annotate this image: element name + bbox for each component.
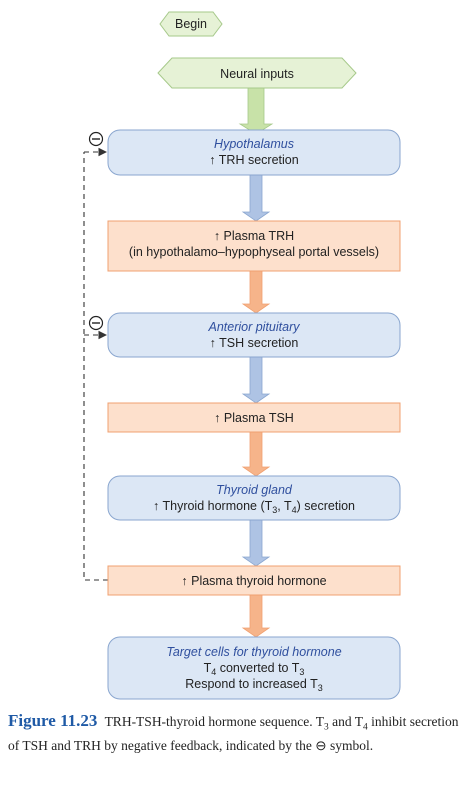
feedback-symbol-pituitary <box>88 315 104 331</box>
plasma-tsh-box: ↑ Plasma TSH <box>107 402 401 433</box>
negative-feedback-lines <box>83 147 108 581</box>
caption-sub-b: 4 <box>363 722 368 733</box>
anterior-pituitary-title: Anterior pituitary <box>207 320 300 334</box>
plasma-trh-line1: ↑ Plasma TRH <box>214 229 294 243</box>
target-cells-title: Target cells for thyroid hormone <box>166 645 341 659</box>
feedback-line-main <box>83 152 108 581</box>
hypothalamus-title: Hypothalamus <box>214 137 294 151</box>
thyroid-gland-title: Thyroid gland <box>216 483 293 497</box>
plasma-trh-box: ↑ Plasma TRH (in hypothalamo–hypophyseal… <box>107 220 401 272</box>
neural-inputs-node: Neural inputs <box>157 57 357 89</box>
figure-caption: Figure 11.23 TRH-TSH-thyroid hormone seq… <box>8 712 470 754</box>
anterior-pituitary-line: ↑ TSH secretion <box>210 336 299 350</box>
arrow-plasma-thyroid-to-target <box>241 594 271 638</box>
caption-sub-a: 3 <box>324 722 329 733</box>
thyroid-gland-line: ↑ Thyroid hormone (T3, T4) secretion <box>153 499 355 515</box>
figure-label: Figure 11.23 <box>8 711 98 730</box>
hypothalamus-line: ↑ TRH secretion <box>209 153 298 167</box>
plasma-tsh-label: ↑ Plasma TSH <box>214 411 294 425</box>
hypothalamus-box: Hypothalamus ↑ TRH secretion <box>107 129 401 176</box>
arrow-thyroid-to-plasma-thyroid <box>241 519 271 567</box>
caption-text-c: inhibit secretion of TSH and TRH by nega… <box>8 714 459 753</box>
arrow-pituitary-to-plasma-tsh <box>241 356 271 404</box>
plasma-thyroid-hormone-box: ↑ Plasma thyroid hormone <box>107 565 401 596</box>
begin-label: Begin <box>175 17 207 31</box>
plasma-trh-line2: (in hypothalamo–hypophyseal portal vesse… <box>129 245 379 259</box>
target-cells-line2: Respond to increased T3 <box>185 677 323 693</box>
connector-arrows <box>238 85 274 638</box>
arrow-plasma-tsh-to-thyroid <box>241 431 271 477</box>
caption-text-a: TRH-TSH-thyroid hormone sequence. T <box>104 714 325 729</box>
arrow-plasma-trh-to-pituitary <box>241 270 271 314</box>
thyroid-gland-box: Thyroid gland ↑ Thyroid hormone (T3, T4)… <box>107 475 401 521</box>
target-cells-line1: T4 converted to T3 <box>204 661 305 677</box>
begin-node: Begin <box>159 11 223 37</box>
arrow-neural-to-hypothalamus <box>238 85 274 135</box>
target-cells-box: Target cells for thyroid hormone T4 conv… <box>107 636 401 700</box>
caption-text-b: and T <box>328 714 363 729</box>
anterior-pituitary-box: Anterior pituitary ↑ TSH secretion <box>107 312 401 358</box>
feedback-symbol-hypothalamus <box>88 131 104 147</box>
flow-diagram: Begin Neural inputs Hypothalamus ↑ TRH s… <box>83 11 401 700</box>
arrow-hypothalamus-to-plasma-trh <box>241 174 271 222</box>
plasma-thyroid-hormone-label: ↑ Plasma thyroid hormone <box>181 574 326 588</box>
neural-inputs-label: Neural inputs <box>220 67 294 81</box>
